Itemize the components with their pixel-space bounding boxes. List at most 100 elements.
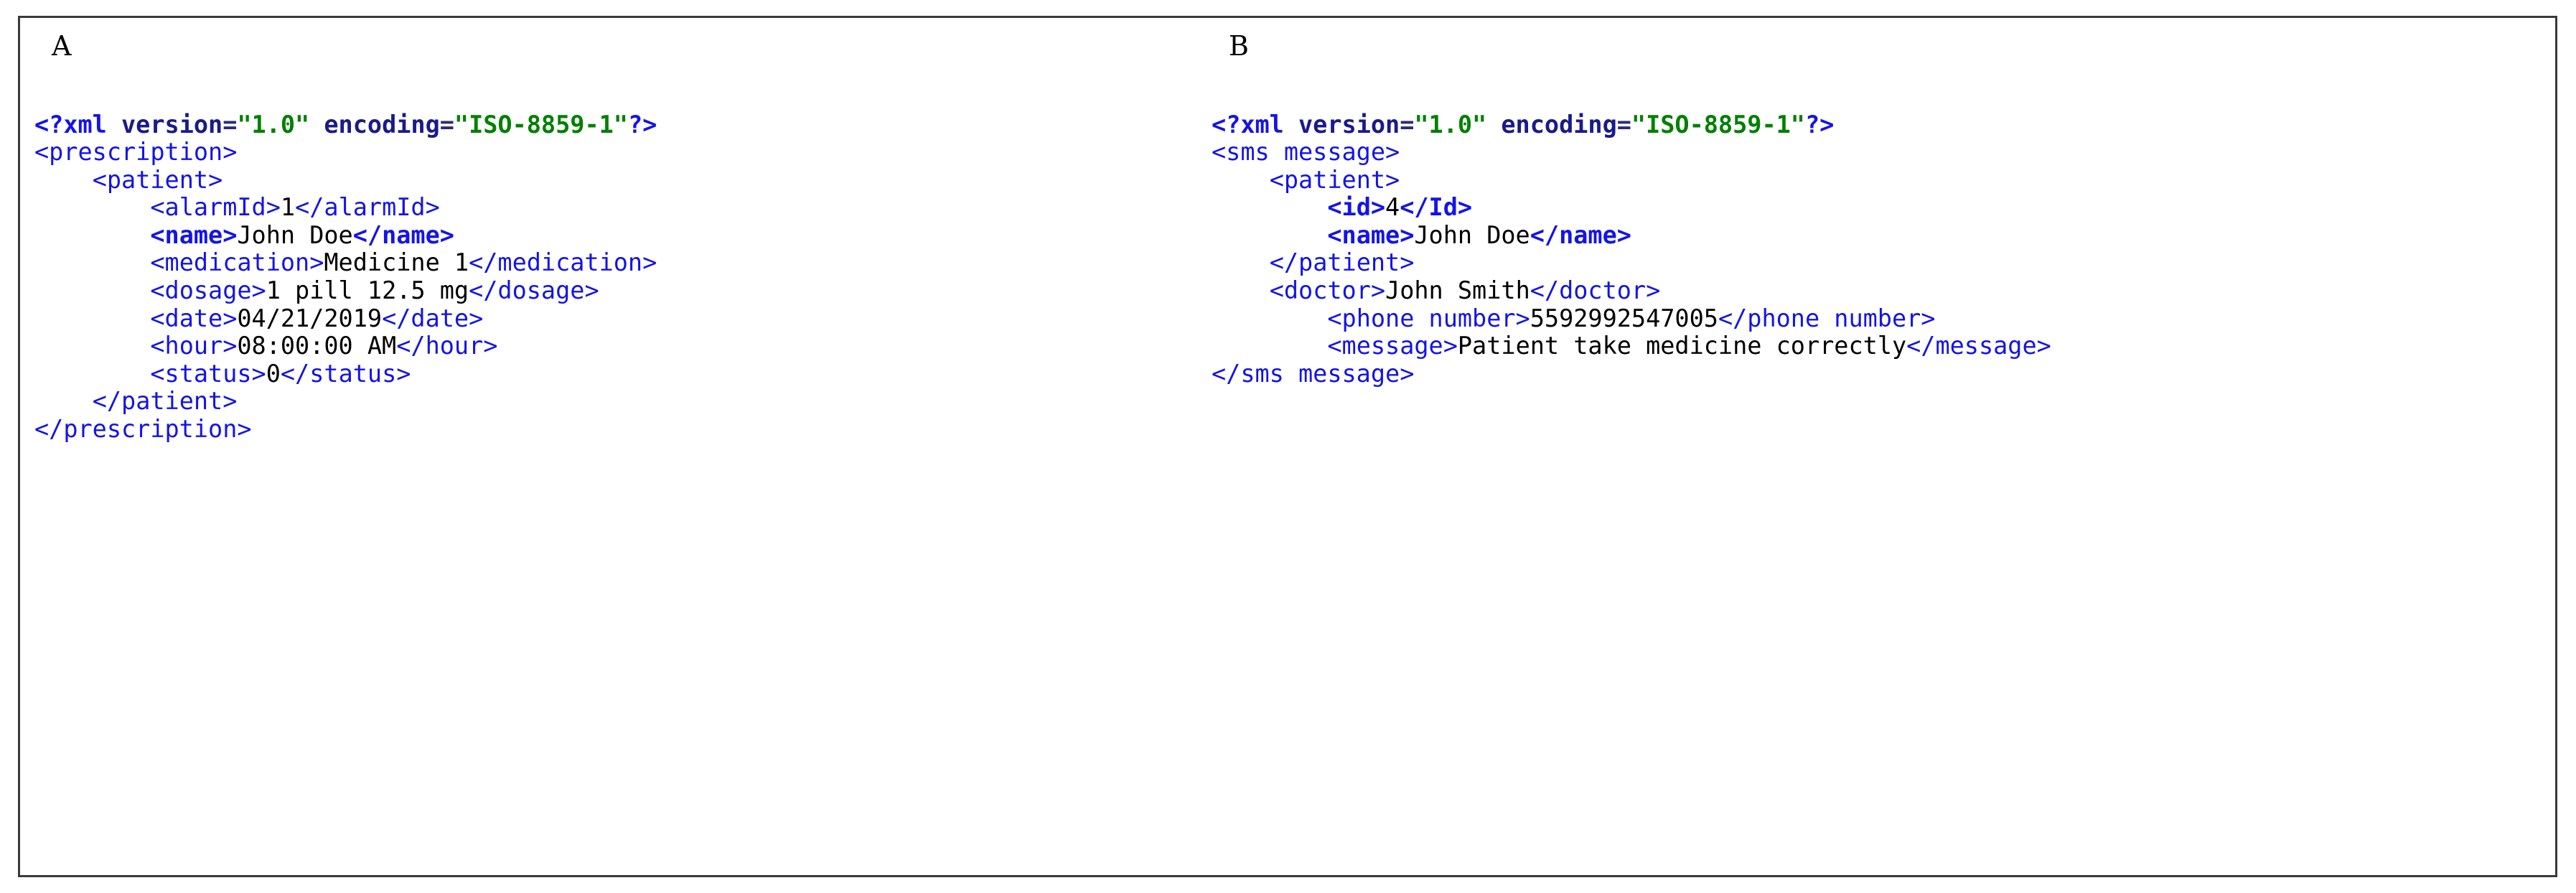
- code-token-txt: 08:00:00 AM: [237, 332, 397, 360]
- code-token-txt: John Smith: [1385, 276, 1530, 305]
- code-token-txt: [309, 111, 324, 139]
- code-token-tag: </doctor>: [1530, 276, 1661, 305]
- code-indent: [1212, 248, 1270, 276]
- code-token-eq: =: [439, 110, 454, 139]
- code-token-tag: <dosage>: [150, 276, 266, 305]
- code-token-tag: </status>: [280, 359, 411, 388]
- code-token-val: "1.0": [1414, 110, 1487, 139]
- code-line: <name>John Doe</name>: [1212, 220, 2051, 250]
- code-token-tag: <prescription>: [34, 138, 238, 167]
- code-line: </prescription>: [34, 415, 657, 444]
- code-line: <?xml version="1.0" encoding="ISO-8859-1…: [1212, 111, 2051, 139]
- panel-label-a: A: [52, 30, 72, 62]
- code-token-pi: <?xml: [34, 110, 122, 139]
- code-token-val: "ISO-8859-1": [454, 110, 628, 139]
- code-token-tag: <status>: [150, 359, 266, 388]
- code-token-val: "ISO-8859-1": [1631, 110, 1805, 139]
- code-token-tag: </hour>: [396, 332, 498, 360]
- code-token-eq: =: [223, 110, 238, 139]
- code-indent: [34, 248, 150, 276]
- code-token-txt: Patient take medicine correctly: [1457, 332, 1907, 360]
- code-token-pi: ?>: [1804, 110, 1835, 139]
- code-indent: [34, 332, 150, 360]
- code-indent: [1212, 332, 1327, 360]
- code-token-tag-b: <name>: [1327, 220, 1415, 249]
- code-token-txt: Medicine 1: [324, 248, 469, 277]
- code-line: <patient>: [1212, 165, 2051, 195]
- code-line: <date>04/21/2019</date>: [34, 304, 657, 333]
- code-line: <dosage>1 pill 12.5 mg</dosage>: [34, 276, 657, 305]
- code-token-tag: </dosage>: [469, 276, 599, 305]
- code-line: <phone number>5592992547005</phone numbe…: [1212, 304, 2051, 333]
- code-token-attr: encoding: [324, 110, 440, 139]
- code-token-tag: </alarmId>: [295, 193, 440, 222]
- code-token-txt: John Doe: [237, 220, 353, 249]
- code-line: </sms message>: [1212, 360, 2051, 388]
- code-line: <status>0</status>: [34, 360, 657, 388]
- code-token-tag: <patient>: [92, 165, 223, 194]
- code-indent: [1212, 166, 1270, 194]
- code-indent: [1212, 193, 1327, 221]
- xml-code-block-sms-message: <?xml version="1.0" encoding="ISO-8859-1…: [1212, 111, 2051, 388]
- code-token-tag: </message>: [1906, 332, 2051, 360]
- code-token-txt: 4: [1385, 193, 1400, 222]
- code-token-tag: </patient>: [1269, 248, 1415, 277]
- code-indent: [34, 166, 93, 194]
- code-indent: [34, 276, 150, 304]
- code-line: <id>4</Id>: [1212, 193, 2051, 222]
- code-token-attr: encoding: [1501, 110, 1617, 139]
- code-line: <?xml version="1.0" encoding="ISO-8859-1…: [34, 111, 657, 139]
- code-token-tag: <message>: [1327, 332, 1458, 360]
- code-token-tag: </patient>: [92, 387, 238, 416]
- code-line: <sms message>: [1212, 138, 2051, 167]
- code-line: <medication>Medicine 1</medication>: [34, 249, 657, 277]
- code-token-eq: =: [1400, 110, 1415, 139]
- code-line: <hour>08:00:00 AM</hour>: [34, 332, 657, 360]
- code-indent: [1212, 304, 1327, 332]
- code-line: </patient>: [1212, 249, 2051, 277]
- code-token-txt: [1486, 111, 1501, 139]
- code-line: <doctor>John Smith</doctor>: [1212, 276, 2051, 305]
- panel-a: A <?xml version="1.0" encoding="ISO-8859…: [20, 18, 1197, 875]
- code-token-tag: </medication>: [469, 248, 657, 277]
- code-token-txt: 04/21/2019: [237, 304, 383, 332]
- code-token-attr: version: [121, 110, 223, 139]
- code-token-tag: <sms message>: [1212, 138, 1400, 167]
- code-line: <name>John Doe</name>: [34, 220, 657, 250]
- code-token-tag: <hour>: [150, 332, 238, 360]
- code-token-txt: John Doe: [1414, 220, 1530, 249]
- code-token-tag: </date>: [382, 304, 484, 332]
- xml-code-block-prescription: <?xml version="1.0" encoding="ISO-8859-1…: [34, 111, 657, 444]
- code-line: <message>Patient take medicine correctly…: [1212, 332, 2051, 360]
- code-token-tag: </phone number>: [1718, 304, 1936, 332]
- code-indent: [34, 221, 150, 249]
- code-token-tag: <patient>: [1269, 165, 1400, 194]
- code-token-txt: 5592992547005: [1530, 304, 1718, 332]
- code-token-pi: ?>: [627, 110, 657, 139]
- code-indent: [34, 360, 150, 388]
- code-indent: [34, 304, 150, 332]
- code-token-tag: <doctor>: [1269, 276, 1386, 305]
- code-line: <alarmId>1</alarmId>: [34, 193, 657, 222]
- code-indent: [34, 387, 93, 415]
- code-token-tag: </prescription>: [34, 415, 252, 444]
- code-token-txt: 0: [266, 359, 281, 388]
- code-token-txt: 1: [280, 193, 296, 222]
- code-line: </patient>: [34, 388, 657, 416]
- code-token-tag: <alarmId>: [150, 193, 281, 222]
- panel-b: B <?xml version="1.0" encoding="ISO-8859…: [1197, 18, 2557, 875]
- code-token-val: "1.0": [237, 110, 310, 139]
- code-line: <patient>: [34, 165, 657, 195]
- code-token-tag: <medication>: [150, 248, 324, 277]
- panel-label-b: B: [1229, 30, 1249, 62]
- code-token-tag-b: </name>: [1530, 220, 1631, 249]
- code-token-tag-b: </Id>: [1400, 193, 1473, 222]
- code-token-tag-b: <name>: [150, 220, 238, 249]
- code-token-tag: </sms message>: [1212, 359, 1415, 388]
- code-indent: [1212, 276, 1270, 304]
- code-indent: [34, 193, 150, 221]
- code-line: <prescription>: [34, 138, 657, 167]
- code-token-pi: <?xml: [1212, 110, 1299, 139]
- code-token-tag: <phone number>: [1327, 304, 1530, 332]
- code-token-eq: =: [1616, 110, 1631, 139]
